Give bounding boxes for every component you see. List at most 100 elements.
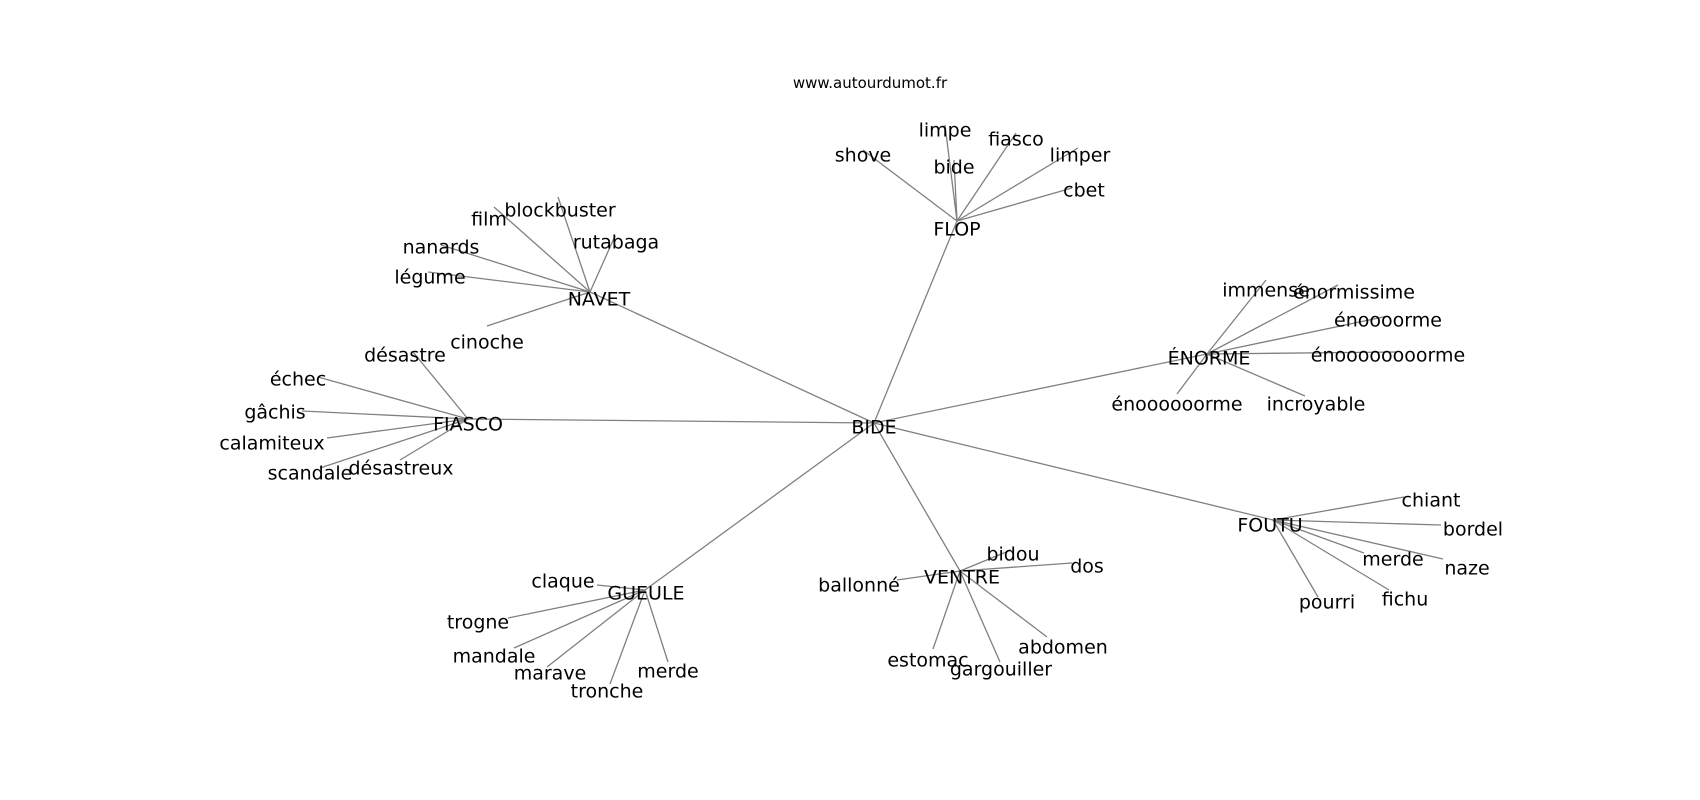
graph-edges <box>301 124 1444 685</box>
hub-word: NAVET <box>568 289 631 311</box>
leaf-word: incroyable <box>1267 394 1366 416</box>
edge-hub-1-1 <box>493 206 591 293</box>
leaf-word: fiasco <box>988 129 1044 151</box>
leaf-word: gargouiller <box>950 659 1052 681</box>
leaf-word: estomac <box>887 650 968 672</box>
edge-hub-4-5 <box>1272 519 1319 598</box>
hub-word: FLOP <box>933 219 980 241</box>
leaf-word: énormissime <box>1293 282 1415 304</box>
edge-hub-0-3 <box>956 132 1017 222</box>
leaf-word: cbet <box>1063 180 1105 202</box>
edge-hub-2-3 <box>326 418 469 439</box>
edge-root-3 <box>873 353 1208 424</box>
edge-root-2 <box>467 418 875 424</box>
edge-hub-0-4 <box>956 147 1079 222</box>
leaf-word: tronche <box>571 681 644 703</box>
leaf-word: scandale <box>268 463 353 485</box>
leaf-word: rutabaga <box>573 232 659 254</box>
leaf-word: nanards <box>403 237 480 259</box>
leaf-word: gâchis <box>244 402 305 424</box>
leaf-word: énoooooorme <box>1111 394 1242 416</box>
leaf-word: trogne <box>447 612 509 634</box>
leaf-word: pourri <box>1299 592 1355 614</box>
edge-hub-0-1 <box>944 124 958 222</box>
edge-hub-1-4 <box>427 271 591 293</box>
leaf-word: merde <box>1362 549 1423 571</box>
leaf-word: fichu <box>1382 589 1429 611</box>
edge-hub-6-4 <box>609 589 646 685</box>
leaf-word: bide <box>933 157 974 179</box>
edge-root-5 <box>873 422 961 572</box>
leaf-word: énoooorme <box>1334 310 1442 332</box>
root-word: BIDE <box>851 417 896 439</box>
edge-hub-1-2 <box>589 235 616 293</box>
edge-hub-3-0 <box>1206 279 1267 355</box>
leaf-word: chiant <box>1402 490 1461 512</box>
edge-root-6 <box>644 422 875 591</box>
leaf-word: désastre <box>364 345 446 367</box>
leaf-word: limper <box>1050 145 1111 167</box>
leaf-word: cinoche <box>450 332 524 354</box>
edge-hub-2-4 <box>319 418 469 469</box>
edge-hub-5-0 <box>959 549 1012 572</box>
leaf-word: film <box>471 209 507 231</box>
edge-hub-2-0 <box>412 351 469 420</box>
edge-hub-3-4 <box>1176 353 1208 395</box>
leaf-word: merde <box>637 661 698 683</box>
leaf-word: naze <box>1444 558 1489 580</box>
edge-hub-4-3 <box>1272 519 1444 560</box>
leaf-word: légume <box>394 267 465 289</box>
leaf-word: bordel <box>1443 519 1503 541</box>
edge-hub-4-1 <box>1272 519 1442 526</box>
leaf-word: immense <box>1222 280 1310 302</box>
edge-hub-5-3 <box>932 570 961 650</box>
leaf-word: bidou <box>986 544 1039 566</box>
edge-hub-6-2 <box>513 589 646 649</box>
leaf-word: claque <box>531 571 594 593</box>
edge-hub-6-5 <box>644 589 669 663</box>
edge-root-4 <box>873 422 1274 521</box>
hub-word: ÉNORME <box>1168 347 1251 370</box>
edge-hub-1-3 <box>440 244 591 293</box>
edge-hub-3-5 <box>1206 353 1306 397</box>
edge-hub-2-1 <box>317 376 469 420</box>
edge-hub-5-2 <box>896 570 961 581</box>
leaf-word: marave <box>514 663 587 685</box>
edge-hub-6-3 <box>546 589 646 668</box>
leaf-word: abdomen <box>1018 637 1108 659</box>
edge-hub-4-0 <box>1272 496 1405 521</box>
leaf-word: dos <box>1070 556 1104 578</box>
source-label: www.autourdumot.fr <box>793 74 948 92</box>
edge-hub-6-0 <box>596 584 646 591</box>
leaf-word: mandale <box>453 646 536 668</box>
edge-hub-3-3 <box>1206 351 1398 355</box>
leaf-word: énoooooooorme <box>1311 345 1465 367</box>
edge-root-1 <box>589 291 875 424</box>
edge-hub-4-2 <box>1272 519 1365 554</box>
edge-hub-6-1 <box>507 589 646 619</box>
leaf-word: échec <box>270 369 326 391</box>
edge-hub-0-0 <box>862 149 958 222</box>
hub-word: FOUTU <box>1237 515 1302 537</box>
edge-hub-2-5 <box>399 418 469 461</box>
edge-hub-1-0 <box>557 196 591 293</box>
leaf-word: désastreux <box>348 458 453 480</box>
leaf-word: calamiteux <box>219 433 324 455</box>
leaf-word: ballonné <box>818 575 900 597</box>
leaf-word: shove <box>835 145 892 167</box>
edge-hub-4-4 <box>1272 519 1390 591</box>
edge-hub-5-5 <box>959 570 1048 638</box>
hub-word: FIASCO <box>433 414 503 436</box>
edge-hub-0-5 <box>956 187 1073 222</box>
hub-word: VENTRE <box>924 567 1000 589</box>
edge-hub-3-2 <box>1206 315 1389 355</box>
edge-hub-5-1 <box>959 562 1073 572</box>
edge-hub-0-2 <box>953 159 958 222</box>
edge-hub-2-2 <box>301 410 469 420</box>
leaf-word: blockbuster <box>504 200 616 222</box>
leaf-word: limpe <box>919 120 972 142</box>
edge-hub-3-1 <box>1206 284 1339 355</box>
edge-hub-5-4 <box>959 570 1001 663</box>
edge-hub-1-5 <box>486 291 591 327</box>
